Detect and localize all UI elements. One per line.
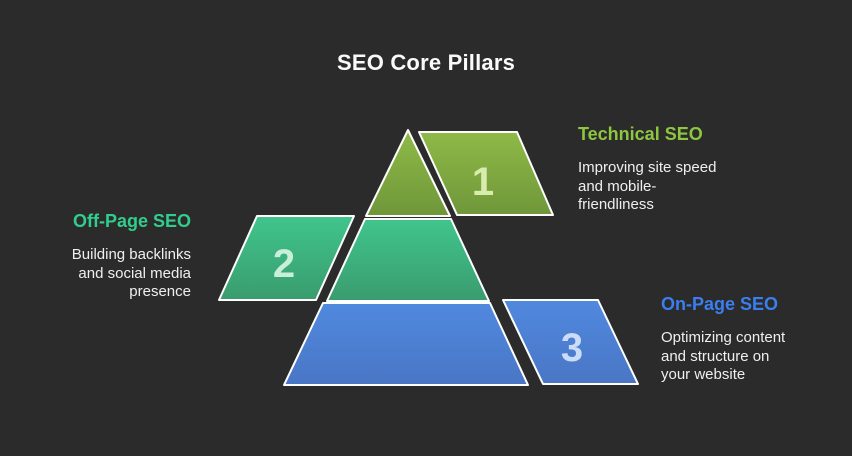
section-offpage-description: Building backlinks and social media pres…: [71, 246, 191, 300]
section-offpage-heading: Off-Page SEO: [72, 211, 191, 231]
section-offpage: Off-Page SEO Building backlinks and soci…: [16, 209, 191, 302]
pyramid-top-segment: [365, 129, 451, 217]
section-onpage-heading: On-Page SEO: [661, 294, 779, 314]
pyramid-bottom-segment: [283, 302, 529, 386]
section-technical-heading: Technical SEO: [578, 124, 703, 144]
page-title: SEO Core Pillars: [336, 50, 516, 75]
badge-number-technical: 1: [472, 160, 494, 204]
section-technical: Technical SEO Improving site speed and m…: [578, 122, 753, 215]
badge-shape-technical: [418, 131, 554, 216]
pyramid-middle-segment: [326, 218, 490, 302]
badge-number-offpage: 2: [273, 242, 295, 286]
badge-shape-onpage: [502, 299, 639, 385]
section-technical-description: Improving site speed and mobile- friendl…: [578, 159, 717, 213]
badge-number-onpage: 3: [561, 326, 583, 370]
section-onpage-description: Optimizing content and structure on your…: [661, 329, 786, 383]
badge-shape-offpage: [218, 215, 355, 301]
section-onpage: On-Page SEO Optimizing content and struc…: [661, 292, 836, 385]
